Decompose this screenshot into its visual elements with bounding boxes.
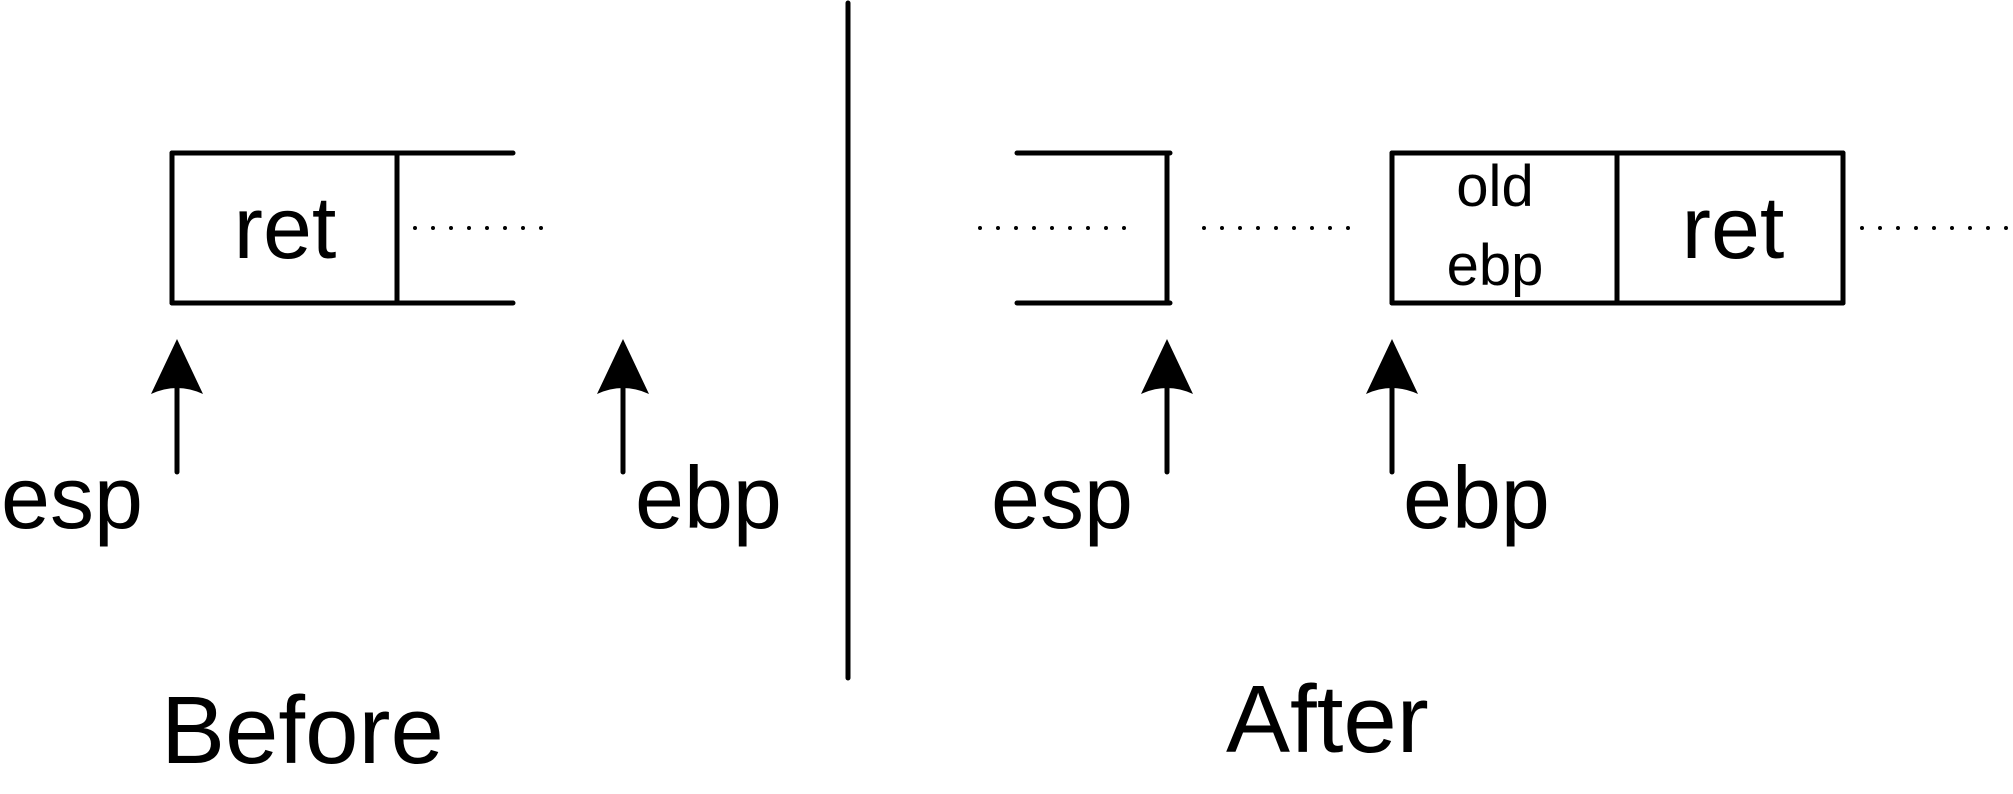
before-ebp-label: ebp bbox=[635, 448, 782, 547]
before-title: Before bbox=[161, 677, 444, 784]
after-ebp-cell-label: ebp bbox=[1447, 233, 1544, 298]
after-stack bbox=[1389, 150, 2012, 306]
after-ebp-arrow bbox=[1366, 339, 1418, 475]
before-ebp-arrow bbox=[597, 339, 649, 475]
after-stack-left-fragment bbox=[978, 150, 1354, 306]
after-ret-cell-label: ret bbox=[1682, 178, 1785, 277]
after-esp-label: esp bbox=[991, 448, 1133, 547]
after-old-label: old bbox=[1456, 154, 1533, 219]
after-ebp-label: ebp bbox=[1403, 448, 1550, 547]
before-stack bbox=[169, 150, 548, 306]
before-ret-cell-label: ret bbox=[234, 178, 337, 277]
before-esp-label: esp bbox=[1, 448, 143, 547]
after-title: After bbox=[1226, 666, 1429, 773]
before-esp-arrow bbox=[151, 339, 203, 475]
after-esp-arrow bbox=[1141, 339, 1193, 475]
after-panel: old ebp ret esp ebp After bbox=[978, 150, 2012, 773]
before-panel: ret esp ebp Before bbox=[1, 150, 782, 784]
